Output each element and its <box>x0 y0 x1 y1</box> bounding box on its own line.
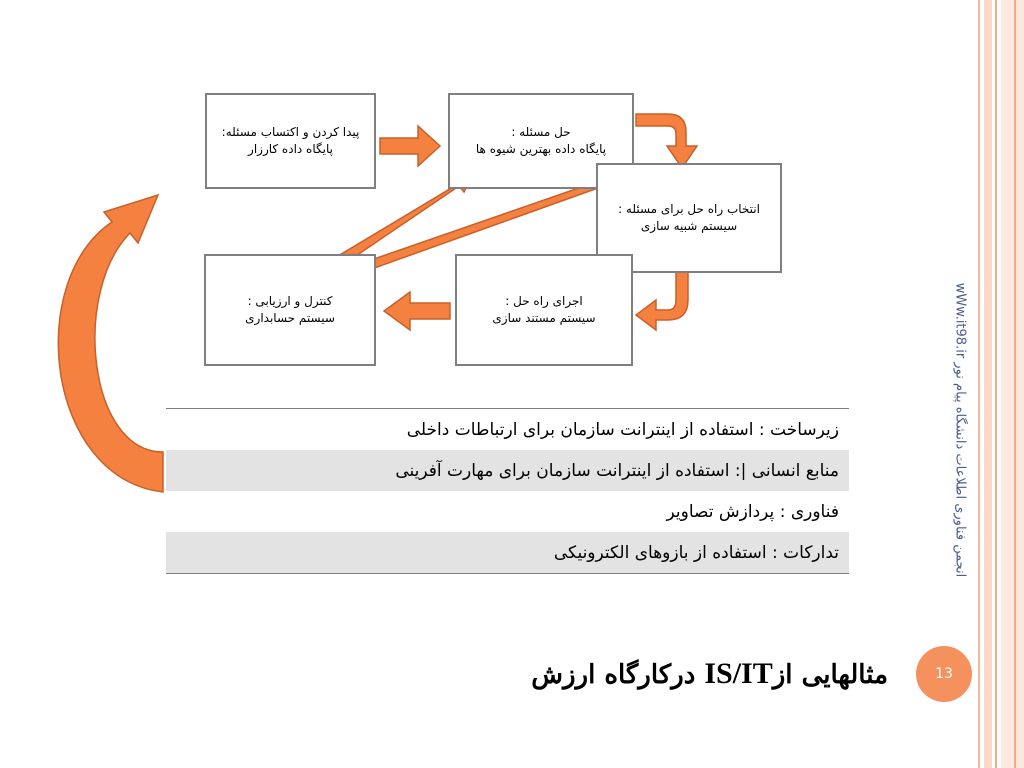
slide-number: 13 <box>935 666 953 682</box>
box-solve-problem-line1: حل مسئله : <box>511 125 571 139</box>
table-row-text: زیرساخت : استفاده از اینترانت سازمان برا… <box>406 419 839 440</box>
box-choose-solution-line2: سیستم شبیه سازی <box>640 219 738 233</box>
box-implement-solution: اجرای راه حل : سیستم مستند سازی <box>455 254 633 366</box>
decor-stripe-5 <box>1014 0 1016 768</box>
box-control-evaluate-line1: کنترل و ارزیابی : <box>247 294 333 308</box>
arrow-implement-to-control <box>382 290 451 332</box>
table-row: منابع انسانی |: استفاده از اینترانت سازم… <box>166 450 849 491</box>
slide-number-badge: 13 <box>916 646 972 702</box>
table-row-text: فناوری : پردازش تصاویر <box>666 501 839 522</box>
box-implement-solution-line1: اجرای راه حل : <box>505 294 583 308</box>
box-find-problem-line1: پیدا کردن و اکتساب مسئله: <box>221 125 360 139</box>
decor-stripe-2 <box>984 0 992 768</box>
box-find-problem-line2: پایگاه داده کارزار <box>248 142 333 156</box>
decor-stripe-4 <box>1001 0 1024 768</box>
box-control-evaluate-line2: سیستم حسابداری <box>245 311 335 325</box>
side-watermark: wWw.it98.ir انجمن فناوری اطلاعات دانشگاه… <box>948 270 972 590</box>
decor-stripe-3 <box>995 0 997 768</box>
decor-stripe-1 <box>978 0 980 768</box>
table-row: تدارکات : استفاده از بازوهای الکترونیکی <box>166 532 849 573</box>
box-solve-problem: حل مسئله : پایگاه داده بهترین شیوه ها <box>448 93 634 189</box>
box-solve-problem-line2: پایگاه داده بهترین شیوه ها <box>475 142 607 156</box>
box-find-problem: پیدا کردن و اکتساب مسئله: پایگاه داده کا… <box>205 93 376 189</box>
box-control-evaluate: کنترل و ارزیابی : سیستم حسابداری <box>204 254 376 366</box>
title-latin: IS/IT <box>704 657 773 690</box>
box-implement-solution-line2: سیستم مستند سازی <box>492 311 596 325</box>
arrow-choose-to-implement <box>634 263 689 332</box>
table-row: فناوری : پردازش تصاویر <box>166 491 849 532</box>
table-row-text: تدارکات : استفاده از بازوهای الکترونیکی <box>553 542 839 563</box>
box-choose-solution-line1: انتخاب راه حل برای مسئله : <box>618 202 760 216</box>
table-row-text: منابع انسانی |: استفاده از اینترانت سازم… <box>395 460 839 481</box>
big-curved-arrow <box>57 193 164 493</box>
side-watermark-text: wWw.it98.ir انجمن فناوری اطلاعات دانشگاه… <box>952 282 968 578</box>
title-part2: درکارگاه ارزش <box>531 660 705 690</box>
examples-table: زیرساخت : استفاده از اینترانت سازمان برا… <box>166 408 849 574</box>
title-part1: مثالهایی از <box>772 660 888 690</box>
table-row: زیرساخت : استفاده از اینترانت سازمان برا… <box>166 409 849 450</box>
slide-title: مثالهایی ازIS/IT درکارگاه ارزش <box>420 648 888 700</box>
arrow-solve-to-choose <box>635 113 699 170</box>
arrow-find-to-solve <box>379 124 442 168</box>
